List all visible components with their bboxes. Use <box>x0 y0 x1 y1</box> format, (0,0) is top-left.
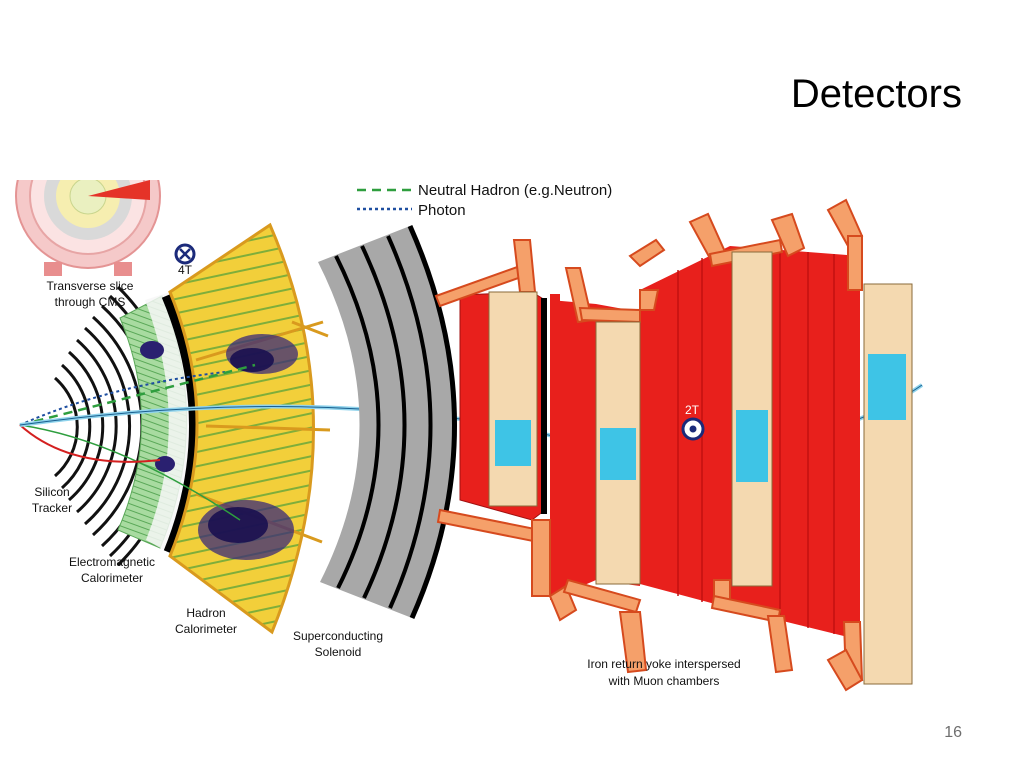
legend: Neutral Hadron (e.g.Neutron) Photon <box>357 182 612 219</box>
field-label-outer: 2T <box>685 403 700 417</box>
ecal-shower-upper <box>140 341 164 359</box>
photon-track <box>19 371 226 426</box>
slide-title: Detectors <box>790 72 962 116</box>
transverse-slice-thumbnail <box>15 180 161 278</box>
yoke-label: Iron return yoke interspersed <box>587 657 740 671</box>
silicon-tracker-label: Silicon <box>34 485 69 499</box>
hcal-label-2: Calorimeter <box>175 622 237 636</box>
muon-chamber-station-3 <box>731 251 773 587</box>
yoke-support-arms <box>434 198 864 692</box>
field-symbol-outer <box>681 417 705 441</box>
field-symbol-inner <box>174 243 196 265</box>
muon-chamber-station-4 <box>863 283 913 685</box>
transverse-slice-label: Transverse slice <box>47 279 134 293</box>
solenoid-label: Superconducting <box>293 629 383 643</box>
charged-hadron-track <box>19 424 241 521</box>
transverse-slice-label-2: through CMS <box>55 295 126 309</box>
solenoid-label-2: Solenoid <box>315 645 362 659</box>
silicon-tracker-label-2: Tracker <box>32 501 72 515</box>
yoke-label-2: with Muon chambers <box>608 674 720 688</box>
field-label-inner: 4T <box>178 263 193 277</box>
electron-track <box>19 424 161 463</box>
superconducting-solenoid <box>318 224 457 620</box>
legend-photon-label: Photon <box>418 202 466 219</box>
legend-neutral-hadron-label: Neutral Hadron (e.g.Neutron) <box>418 182 612 199</box>
ecal-label-2: Calorimeter <box>81 571 143 585</box>
ecal-shower-lower <box>155 456 175 472</box>
muon-chamber-station-2 <box>595 321 641 585</box>
slide-number: 16 <box>944 724 962 741</box>
hcal-inner-boundary <box>161 294 198 554</box>
hadron-shower-upper <box>226 334 298 374</box>
hcal-label: Hadron <box>186 606 225 620</box>
neutral-hadron-track <box>19 363 256 427</box>
ecal-label: Electromagnetic <box>69 555 155 569</box>
hadron-shower-lower <box>198 500 294 560</box>
muon-chamber-station-1 <box>488 291 547 514</box>
